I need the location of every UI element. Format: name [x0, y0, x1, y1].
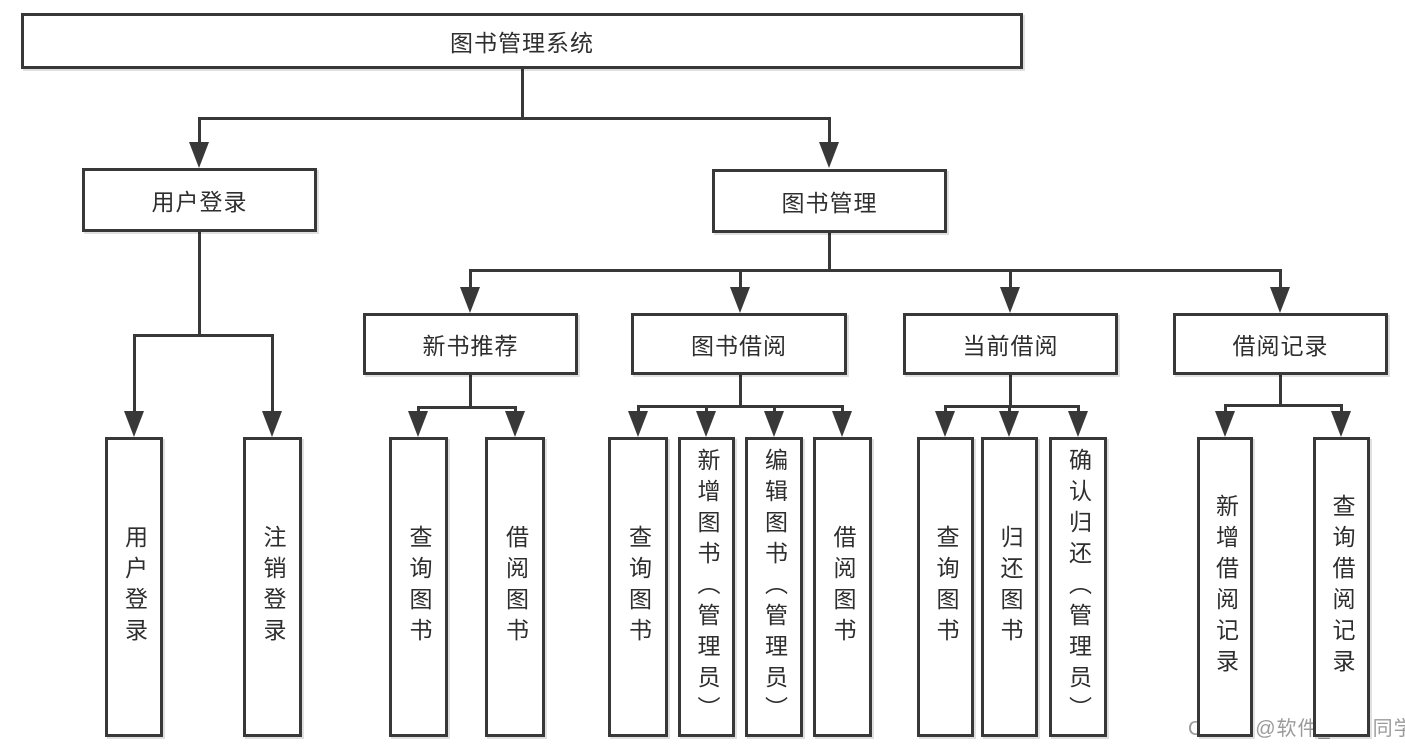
node-label-leaf-add-borrow-record: 新增借阅记录: [1212, 494, 1239, 680]
node-label-leaf-logout: 注销登录: [260, 525, 286, 649]
node-label-leaf-query-books-recommend: 查询图书: [406, 525, 432, 649]
connector-stem: [1279, 373, 1282, 407]
node-leaf-edit-books-admin: 编辑图书（管理员）: [745, 437, 803, 737]
node-label-book-borrowing: 图书借阅: [691, 333, 787, 359]
connector-drop: [1008, 405, 1011, 414]
connector-drop: [1009, 269, 1012, 290]
node-leaf-add-borrow-record: 新增借阅记录: [1197, 437, 1253, 737]
connector-stem: [521, 67, 524, 120]
node-label-leaf-borrow-books-borrowing: 借阅图书: [830, 525, 856, 649]
connector-drop: [1340, 404, 1343, 414]
connector-drop: [1279, 269, 1282, 290]
connector-drop: [705, 405, 708, 414]
arrow-down-icon: [124, 411, 144, 437]
node-label-leaf-add-books-admin: 新增图书（管理员）: [694, 447, 720, 727]
arrow-down-icon: [1068, 411, 1088, 437]
arrow-down-icon: [819, 142, 839, 168]
arrow-down-icon: [628, 411, 648, 437]
connector-bar: [133, 334, 274, 337]
connector-bar: [1224, 404, 1343, 407]
node-leaf-return-books: 归还图书: [981, 437, 1038, 737]
connector-bar: [944, 405, 1080, 408]
node-label-user-login: 用户登录: [151, 189, 248, 215]
node-leaf-query-borrow-record: 查询借阅记录: [1313, 437, 1370, 737]
arrow-down-icon: [999, 411, 1019, 437]
node-label-book-management: 图书管理: [781, 190, 878, 216]
connector-stem: [1009, 373, 1012, 408]
connector-drop: [1224, 404, 1227, 414]
arrow-down-icon: [505, 411, 525, 437]
node-leaf-query-books-current: 查询图书: [917, 437, 974, 737]
connector-drop: [944, 405, 947, 414]
arrow-down-icon: [262, 411, 282, 437]
connector-drop: [841, 405, 844, 414]
arrow-down-icon: [935, 411, 955, 437]
arrow-down-icon: [408, 411, 428, 437]
node-label-new-book-recommend: 新书推荐: [422, 333, 519, 359]
connector-drop: [739, 269, 742, 290]
connector-drop: [637, 405, 640, 414]
connector-bar: [198, 117, 831, 120]
node-leaf-logout: 注销登录: [243, 437, 302, 737]
node-new-book-recommend: 新书推荐: [363, 313, 578, 375]
node-label-current-borrowing: 当前借阅: [962, 333, 1059, 359]
arrow-down-icon: [1270, 287, 1290, 313]
connector-drop: [828, 117, 831, 145]
node-current-borrowing: 当前借阅: [903, 313, 1118, 375]
connector-stem: [828, 231, 831, 272]
node-leaf-query-books-recommend: 查询图书: [389, 437, 448, 737]
node-borrowing-records: 借阅记录: [1173, 313, 1388, 375]
arrow-down-icon: [764, 411, 784, 437]
arrow-down-icon: [189, 142, 209, 168]
connector-bar: [469, 269, 1282, 272]
connector-bar: [417, 406, 517, 409]
connector-stem: [739, 373, 742, 408]
node-book-borrowing: 图书借阅: [631, 313, 847, 375]
connector-drop: [469, 269, 472, 290]
connector-stem: [469, 373, 472, 409]
node-leaf-user-login: 用户登录: [105, 437, 163, 737]
node-user-login: 用户登录: [82, 168, 317, 232]
connector-bar: [637, 405, 844, 408]
node-label-leaf-confirm-return-admin: 确认归还（管理员）: [1065, 447, 1092, 727]
connector-drop: [773, 405, 776, 414]
arrow-down-icon: [696, 411, 716, 437]
node-label-leaf-borrow-books-recommend: 借阅图书: [502, 525, 529, 649]
node-label-library-management-system: 图书管理系统: [450, 30, 594, 56]
connector-drop: [271, 334, 274, 414]
connector-drop: [514, 406, 517, 414]
arrow-down-icon: [730, 287, 750, 313]
node-library-management-system: 图书管理系统: [21, 13, 1023, 69]
connector-drop: [133, 334, 136, 414]
connector-drop: [1077, 405, 1080, 414]
node-label-leaf-return-books: 归还图书: [997, 525, 1023, 649]
node-leaf-query-books-borrowing: 查询图书: [608, 437, 668, 737]
node-leaf-confirm-return-admin: 确认归还（管理员）: [1049, 437, 1107, 737]
node-book-management: 图书管理: [712, 169, 947, 233]
node-label-leaf-query-borrow-record: 查询借阅记录: [1329, 494, 1355, 680]
node-leaf-add-books-admin: 新增图书（管理员）: [678, 437, 735, 737]
arrow-down-icon: [460, 287, 480, 313]
connector-drop: [198, 117, 201, 145]
node-label-borrowing-records: 借阅记录: [1232, 333, 1329, 359]
node-label-leaf-user-login: 用户登录: [121, 525, 148, 649]
node-leaf-borrow-books-recommend: 借阅图书: [485, 437, 545, 737]
node-leaf-borrow-books-borrowing: 借阅图书: [813, 437, 872, 737]
node-label-leaf-query-books-borrowing: 查询图书: [625, 525, 652, 649]
node-label-leaf-edit-books-admin: 编辑图书（管理员）: [761, 447, 788, 727]
arrow-down-icon: [1000, 287, 1020, 313]
arrow-down-icon: [832, 411, 852, 437]
node-label-leaf-query-books-current: 查询图书: [933, 525, 959, 649]
arrow-down-icon: [1215, 411, 1235, 437]
connector-stem: [198, 230, 201, 337]
connector-drop: [417, 406, 420, 414]
arrow-down-icon: [1331, 411, 1351, 437]
